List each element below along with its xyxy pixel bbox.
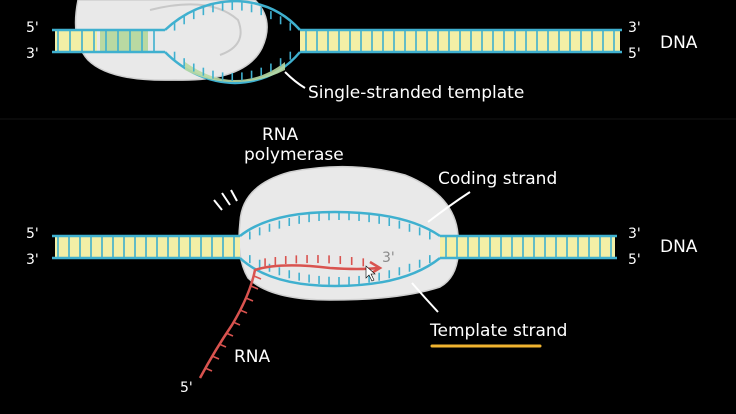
bottom-right-rungs (445, 236, 612, 258)
top-polymerase-inner-curve (149, 3, 242, 56)
rung (204, 367, 213, 372)
rung (218, 343, 227, 348)
motion-mark-3 (230, 189, 238, 202)
top-five-prime-right: 5' (628, 46, 641, 62)
polymerase-label-line2: polymerase (244, 145, 344, 165)
rna-rungs (204, 255, 365, 372)
motion-mark-2 (221, 192, 231, 206)
bottom-panel: 5' 3' 3' 5' DNA RNA polymerase Coding st… (26, 125, 698, 396)
coding-strand-pointer (427, 191, 471, 223)
top-bubble-upper-strand (164, 0, 301, 31)
top-panel: 5' 3' 3' 5' DNA Single-stranded template (26, 0, 698, 103)
rung (232, 321, 241, 326)
top-left-base-pairs-green (100, 30, 148, 52)
rung (250, 285, 259, 290)
bottom-dna-label: DNA (660, 237, 698, 257)
top-three-prime-left: 3' (26, 46, 39, 62)
bottom-five-prime-right: 5' (628, 252, 641, 268)
top-left-rungs (57, 30, 155, 52)
bottom-template-strand (239, 257, 441, 288)
rna-arrowhead (369, 260, 383, 276)
rung (211, 355, 220, 360)
rung (245, 297, 254, 302)
rung (253, 275, 262, 280)
panel-divider (0, 118, 736, 120)
mouse-cursor (365, 265, 376, 282)
rung (225, 332, 234, 337)
top-template-pointer (284, 71, 306, 89)
top-dna-label: DNA (660, 33, 698, 53)
template-strand-label: Template strand (429, 321, 567, 341)
bottom-left-rungs (57, 236, 235, 258)
bottom-coding-strand (239, 210, 441, 238)
rna-label: RNA (234, 347, 271, 367)
top-template-label: Single-stranded template (308, 83, 524, 103)
top-left-base-pairs-yellow (55, 30, 97, 52)
coding-strand-rungs (249, 212, 431, 240)
rna-five-prime: 5' (180, 380, 193, 396)
top-bubble-lower-fill (185, 62, 285, 82)
template-strand-pointer (411, 282, 439, 313)
polymerase-label-line1: RNA (262, 125, 299, 145)
bottom-three-prime-left: 3' (26, 252, 39, 268)
bottom-five-prime-left: 5' (26, 226, 39, 242)
rna-strand (198, 264, 379, 379)
top-bubble-rungs (173, 2, 292, 81)
rna-three-prime: 3' (382, 250, 395, 266)
motion-mark-1 (213, 199, 223, 211)
rung (239, 309, 248, 314)
template-strand-rungs (249, 255, 431, 285)
top-right-rungs (305, 30, 615, 52)
bottom-three-prime-right: 3' (628, 226, 641, 242)
top-five-prime-left: 5' (26, 20, 39, 36)
top-three-prime-right: 3' (628, 20, 641, 36)
bottom-right-base-pairs (440, 236, 615, 258)
coding-strand-label: Coding strand (438, 169, 557, 189)
